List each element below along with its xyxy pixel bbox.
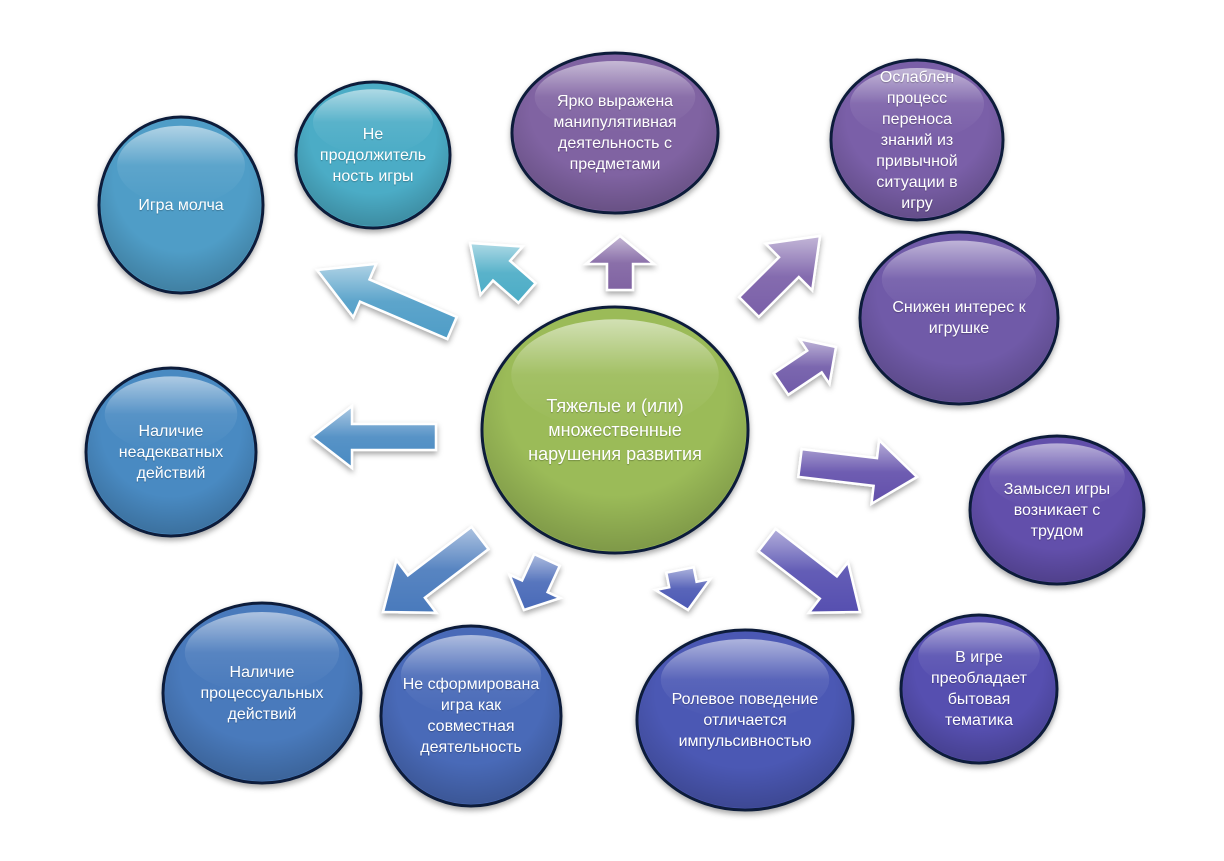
- center-node: [480, 305, 750, 555]
- node-processualnye: [161, 601, 363, 785]
- node-neadekvatnye: [84, 366, 258, 538]
- node-snizhen-interes: [858, 230, 1060, 406]
- arrow-gloss: [586, 236, 654, 290]
- arrow-gloss: [312, 406, 436, 468]
- arrow-gloss: [739, 236, 820, 317]
- node-rolevoe-povedenie: [635, 628, 855, 812]
- arrow-gloss: [655, 567, 711, 610]
- arrow-gloss: [317, 263, 457, 339]
- node-sovmestnaya: [379, 624, 563, 808]
- node-circles: [84, 51, 1146, 812]
- arrow-gloss: [509, 554, 561, 610]
- arrow-gloss: [773, 339, 836, 395]
- arrow-gloss: [758, 528, 860, 613]
- node-zamysel: [968, 434, 1146, 586]
- connector-arrows: [309, 234, 920, 615]
- node-ne-prodolzhitelnost: [294, 80, 452, 230]
- node-igra-molcha: [97, 115, 265, 295]
- arrow-gloss: [798, 440, 917, 504]
- node-manipulyativnaya: [510, 51, 720, 215]
- arrow-gloss: [383, 526, 489, 613]
- node-perenos-znaniy: [829, 58, 1005, 222]
- node-bytovaya-tematika: [899, 613, 1059, 765]
- arrow-gloss: [470, 243, 536, 303]
